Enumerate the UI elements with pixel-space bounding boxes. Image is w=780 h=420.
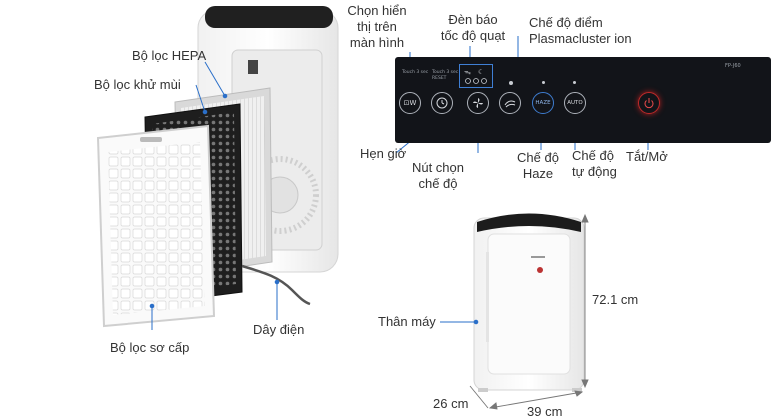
plasmacluster-spot-button[interactable] — [499, 92, 521, 114]
panel-text-touch-b: Touch 3 sec — [432, 70, 459, 75]
label-auto-mode: Chế độ tự động — [572, 148, 617, 180]
model-number: FP-J60 — [725, 63, 741, 69]
display-select-button[interactable]: ⊡W — [399, 92, 421, 114]
label-display-select: Chọn hiển thị trên màn hình — [342, 3, 412, 51]
label-haze-mode: Chế độ Haze — [508, 150, 568, 182]
pre-filter — [96, 124, 216, 328]
label-plasmacluster-line1: Chế độ điểm — [529, 15, 603, 30]
fan-speed-indicator: ᯓ ☾ — [459, 64, 493, 88]
control-panel: Touch 3 sec Touch 3 sec RESET ᯓ ☾ ⊡W HAZ… — [395, 57, 771, 143]
label-haze-line1: Chế độ — [517, 150, 559, 165]
label-fan-speed-line1: Đèn báo — [448, 12, 498, 27]
label-auto-line1: Chế độ — [572, 148, 614, 163]
label-pre-filter: Bộ lọc sơ cấp — [110, 340, 190, 355]
auto-mode-button[interactable]: AUTO — [564, 92, 586, 114]
label-haze-line2: Haze — [522, 166, 554, 181]
power-cord — [241, 264, 311, 306]
power-icon — [644, 98, 654, 109]
haze-mode-button[interactable]: HAZE — [532, 92, 554, 114]
label-plasmacluster-line2: Plasmacluster ion — [529, 31, 632, 46]
label-hepa-filter: Bộ lọc HEPA — [132, 48, 207, 63]
label-display-select-line1: Chọn hiển — [347, 3, 407, 18]
panel-text-reset: RESET — [432, 76, 447, 81]
panel-text-touch-a: Touch 3 sec — [402, 70, 429, 75]
label-display-select-line3: màn hình — [349, 35, 405, 50]
fan-speed-icons: ᯓ ☾ — [464, 68, 487, 84]
label-display-select-line2: thị trên — [357, 19, 397, 34]
label-power-cord: Dây điện — [253, 322, 305, 337]
label-auto-line2: tự động — [572, 164, 617, 179]
clock-icon — [436, 97, 448, 109]
svg-text:ᯓ: ᯓ — [464, 68, 471, 76]
label-width: 39 cm — [527, 404, 563, 419]
label-timer: Hẹn giờ — [360, 146, 407, 161]
label-depth: 26 cm — [433, 396, 469, 411]
dimension-lines — [469, 213, 589, 410]
plasmacluster-dot — [509, 81, 513, 85]
label-fan-speed-line2: tốc độ quạt — [440, 28, 506, 43]
label-fan-speed-light: Đèn báo tốc độ quạt — [428, 12, 518, 44]
haze-dot — [542, 81, 545, 84]
auto-dot — [573, 81, 576, 84]
fan-icon — [473, 98, 483, 108]
label-plasmacluster: Chế độ điểm Plasmacluster ion — [529, 15, 632, 47]
label-mode-select-line1: Nút chọn — [411, 160, 465, 175]
svg-text:☾: ☾ — [478, 68, 484, 76]
label-height: 72.1 cm — [592, 292, 639, 307]
mode-select-button[interactable] — [467, 92, 489, 114]
label-power: Tắt/Mở — [626, 149, 668, 164]
label-main-body: Thân máy — [378, 314, 436, 329]
label-mode-select-line2: chế độ — [418, 176, 458, 191]
label-mode-select: Nút chọn chế độ — [398, 160, 478, 192]
power-button[interactable] — [638, 92, 660, 114]
timer-button[interactable] — [431, 92, 453, 114]
purifier-front-unit — [473, 213, 585, 392]
label-carbon-filter: Bộ lọc khử mùi — [94, 77, 181, 92]
spot-air-icon — [504, 100, 516, 108]
